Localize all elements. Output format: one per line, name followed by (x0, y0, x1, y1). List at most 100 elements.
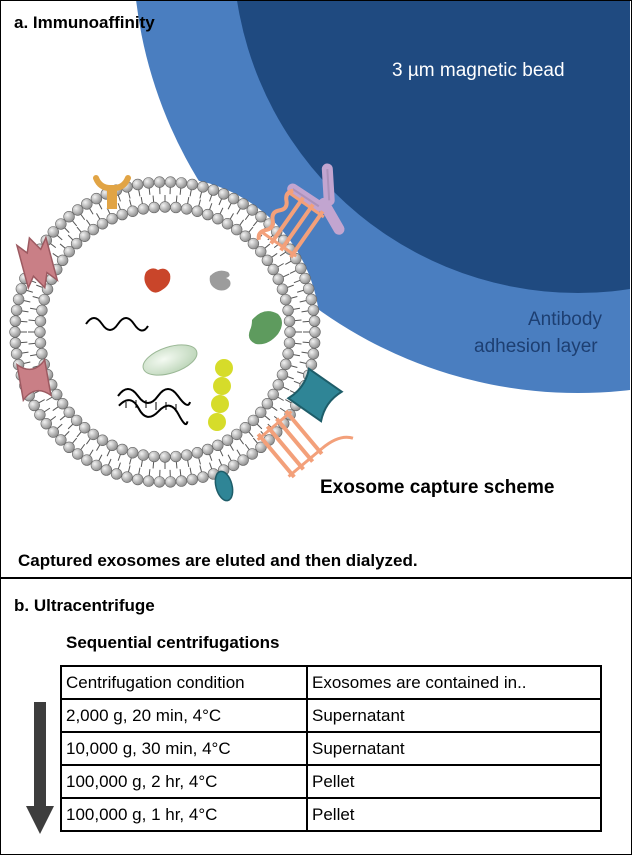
lipid-head (247, 237, 260, 250)
lipid-head (137, 449, 149, 461)
lipid-head (191, 205, 204, 217)
lipid-head (38, 293, 50, 306)
lipid-head (106, 213, 118, 225)
condition-cell: 10,000 g, 30 min, 4°C (60, 731, 308, 766)
lipid-head (36, 304, 48, 316)
centrifugation-table: Centrifugation condition Exosomes are co… (60, 665, 602, 832)
lipid-head (272, 273, 284, 285)
lipid-head (202, 208, 214, 221)
header-cell: Exosomes are contained in.. (306, 665, 602, 700)
lipid-head (197, 471, 209, 483)
lipid-head (63, 441, 75, 453)
amber-protein-icon (93, 175, 131, 209)
teal-protein-icon (286, 367, 344, 423)
lipid-head (63, 245, 75, 258)
lipid-head (255, 406, 267, 419)
lipid-head (239, 422, 252, 434)
lipid-head (261, 254, 274, 267)
lipid-head (12, 293, 25, 306)
lipid-head (15, 283, 28, 295)
lipid-head (299, 272, 311, 285)
lipid-head (87, 223, 100, 236)
adhesion-layer-label-line2: adhesion layer (474, 336, 598, 357)
lipid-head (239, 230, 252, 242)
lipid-head (90, 192, 103, 205)
lipid-head (40, 417, 52, 430)
lipid-head (237, 454, 249, 466)
condition-cell: 100,000 g, 1 hr, 4°C (60, 797, 308, 832)
lipid-head (191, 447, 204, 459)
lipid-head (212, 213, 224, 225)
lipid-head (100, 464, 113, 476)
lipid-head (72, 204, 84, 216)
lipid-head (181, 203, 193, 215)
vesicle-icon (142, 344, 198, 376)
lipid-head (267, 263, 279, 276)
lipid-head (110, 468, 123, 480)
pink-protein-icon (16, 357, 52, 403)
lipid-head (207, 184, 220, 196)
lipid-head (96, 434, 109, 446)
antibody-icon (287, 163, 345, 235)
location-cell: Pellet (306, 764, 602, 799)
lipid-head (302, 283, 315, 295)
lipid-head (47, 426, 59, 438)
lipid-head (55, 218, 67, 230)
capture-scheme-label: Exosome capture scheme (320, 477, 555, 498)
lipid-head (221, 434, 234, 446)
lipid-head (221, 218, 234, 230)
panel-b-title: b. Ultracentrifuge (14, 596, 155, 615)
lipid-head (28, 399, 40, 412)
location-cell: Supernatant (306, 731, 602, 766)
lipid-head (47, 226, 59, 238)
lipid-head (126, 205, 139, 217)
dna-double-helix-icon (117, 388, 191, 426)
lipid-head (116, 443, 128, 456)
lipid-head (237, 198, 249, 210)
lipid-head (255, 245, 267, 258)
lipid-head (202, 443, 214, 456)
panel-a-title: a. Immunoaffinity (14, 13, 155, 32)
lipid-head (106, 439, 118, 451)
table-header-row: Centrifugation condition Exosomes are co… (60, 665, 602, 700)
lipid-head (295, 262, 307, 275)
lipid-head (78, 230, 91, 242)
green-protein-icon (248, 311, 282, 345)
lipid-head (280, 293, 292, 306)
lipid-head (116, 208, 128, 221)
lipid-head (10, 304, 23, 316)
condition-cell: 100,000 g, 2 hr, 4°C (60, 764, 308, 799)
lipid-head (87, 428, 100, 441)
lipid-head (63, 406, 75, 419)
lipid-head (126, 447, 139, 459)
lipid-head (230, 428, 243, 441)
lipid-head (121, 471, 133, 483)
panel-divider (0, 577, 632, 579)
lipid-head (280, 358, 292, 371)
lipid-head (227, 459, 240, 472)
lipid-head (308, 315, 321, 327)
lipid-head (247, 414, 260, 427)
lipid-head (255, 441, 267, 453)
lipid-head (217, 188, 230, 200)
pink-protein-icon (15, 235, 59, 291)
lipid-head (282, 348, 294, 360)
orange-receptor-icon (256, 409, 354, 479)
lipid-head (272, 379, 284, 391)
lipid-head (305, 293, 318, 306)
yellow-peptide-chain-icon (208, 359, 233, 431)
lipid-head (81, 198, 93, 210)
lipid-head (307, 348, 320, 360)
table-row: 2,000 g, 20 min, 4°C Supernatant (60, 698, 602, 733)
table-row: 10,000 g, 30 min, 4°C Supernatant (60, 731, 602, 766)
lipid-head (72, 448, 84, 460)
lipid-head (55, 434, 67, 446)
lipid-head (230, 223, 243, 236)
lipid-head (267, 388, 279, 401)
lipid-head (56, 397, 69, 410)
lipid-head (70, 414, 83, 427)
lipid-head (276, 283, 289, 295)
lipid-head (246, 448, 258, 460)
lipid-head (212, 439, 224, 451)
lipid-head (283, 315, 296, 327)
